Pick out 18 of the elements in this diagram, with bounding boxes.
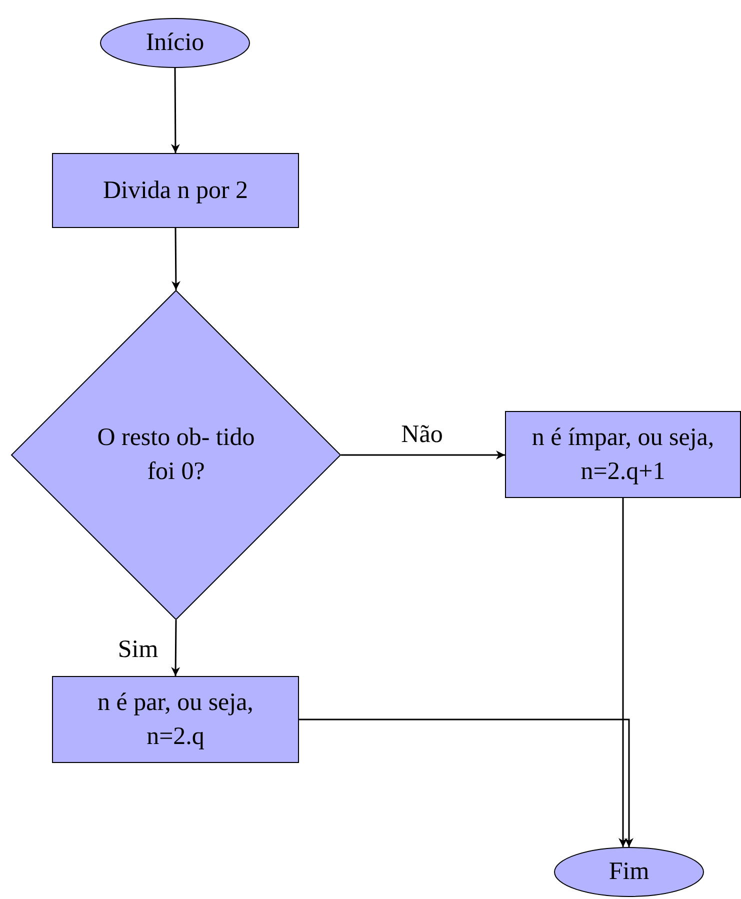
arrow [170,68,180,153]
node-text: O resto ob- tido foi 0? [96,423,256,487]
arrow [341,450,505,460]
arrow [171,228,180,290]
node-text: n é par, ou seja, n=2.q [96,688,254,752]
process-box [505,411,741,498]
process-box [52,676,299,763]
arrow [299,718,634,847]
node-text: Fim [608,857,650,888]
node-text: Divida n por 2 [102,176,248,206]
process-box [52,153,299,228]
decision-diamond [11,290,341,620]
node-text: n é ímpar, ou seja, n=2.q+1 [530,422,716,486]
terminal-ellipse [100,18,250,68]
arrow [171,620,180,676]
terminal-ellipse [554,847,704,897]
arrow [618,498,628,847]
node-text: Início [146,28,204,58]
